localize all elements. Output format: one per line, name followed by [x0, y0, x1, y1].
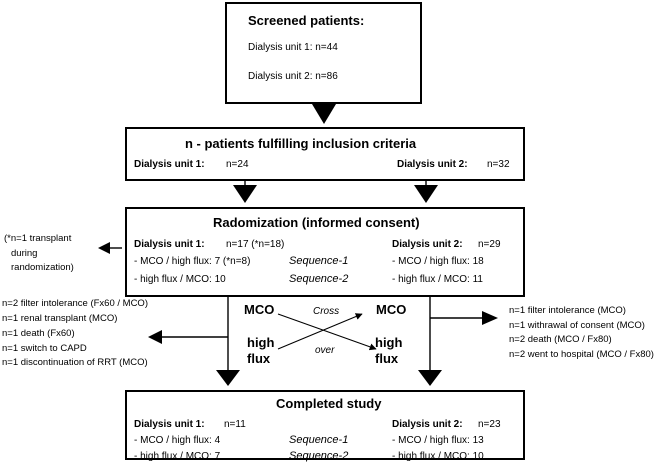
dropout-right-2: n=1 withrawal of consent (MCO) — [509, 320, 645, 331]
completed-unit-2-label: Dialysis unit 2: — [392, 419, 463, 430]
arrow-head-completed-left — [216, 370, 240, 386]
transplant-note-line-3: randomization) — [11, 262, 74, 273]
completed-unit-1-row-2: - high flux / MCO: 7 — [134, 451, 221, 462]
arrow-head-screened — [312, 104, 336, 124]
crossover-right-mco: MCO — [376, 302, 407, 317]
crossover-left-flux: flux — [247, 351, 271, 366]
randomization-unit-2-label: Dialysis unit 2: — [392, 239, 463, 250]
completed-unit-2-value: n=23 — [478, 419, 501, 430]
crossover-over-label: over — [315, 345, 335, 356]
inclusion-title: n - patients fulfilling inclusion criter… — [185, 136, 417, 151]
dropout-left-1: n=2 filter intolerance (Fx60 / MCO) — [2, 298, 148, 309]
inclusion-unit-1-value: n=24 — [226, 159, 249, 170]
transplant-note-line-2: during — [11, 248, 38, 259]
randomization-unit-1-row-1: - MCO / high flux: 7 (*n=8) — [134, 256, 251, 267]
screened-title: Screened patients: — [248, 13, 365, 28]
crossover-right-high: high — [375, 335, 403, 350]
dropout-right-4: n=2 went to hospital (MCO / Fx80) — [509, 349, 654, 360]
dropout-left-3: n=1 death (Fx60) — [2, 328, 75, 339]
inclusion-unit-2-label: Dialysis unit 2: — [397, 159, 468, 170]
randomization-unit-2-value: n=29 — [478, 239, 501, 250]
completed-unit-1-label: Dialysis unit 1: — [134, 419, 205, 430]
inclusion-unit-2-value: n=32 — [487, 159, 510, 170]
screened-patients-box — [225, 2, 422, 104]
dropout-left-4: n=1 switch to CAPD — [2, 343, 87, 354]
randomization-sequence-2: Sequence-2 — [289, 273, 349, 285]
randomization-unit-1-label: Dialysis unit 1: — [134, 239, 205, 250]
arrow-head-inclusion-left — [233, 185, 257, 203]
randomization-sequence-1: Sequence-1 — [289, 255, 349, 267]
inclusion-unit-1-label: Dialysis unit 1: — [134, 159, 205, 170]
randomization-box — [125, 207, 525, 297]
randomization-unit-1-value: n=17 (*n=18) — [226, 239, 285, 250]
completed-unit-1-value: n=11 — [224, 419, 246, 430]
crossover-cross-label: Cross — [313, 306, 340, 317]
completed-unit-2-row-1: - MCO / high flux: 13 — [392, 435, 484, 446]
randomization-unit-2-row-1: - MCO / high flux: 18 — [392, 256, 484, 267]
randomization-unit-1-row-2: - high flux / MCO: 10 — [134, 274, 226, 285]
arrow-head-inclusion-right — [414, 185, 438, 203]
dropout-right-1: n=1 filter intolerance (MCO) — [509, 305, 626, 316]
dropout-left-2: n=1 renal transplant (MCO) — [2, 313, 118, 324]
arrow-head-dropout-right — [482, 311, 498, 325]
crossover-line-down — [277, 313, 377, 351]
completed-study-box — [125, 390, 525, 460]
arrow-head-dropout-left — [148, 330, 162, 344]
crossover-right-flux: flux — [375, 351, 399, 366]
completed-unit-1-row-1: - MCO / high flux: 4 — [134, 435, 221, 446]
arrow-head-completed-right — [418, 370, 442, 386]
inclusion-criteria-box — [125, 127, 525, 181]
dropout-left-5: n=1 discontinuation of RRT (MCO) — [2, 357, 148, 368]
completed-sequence-1: Sequence-1 — [289, 434, 349, 446]
screened-unit-2: Dialysis unit 2: n=86 — [248, 71, 338, 82]
crossover-left-mco: MCO — [244, 302, 275, 317]
crossover-line-up — [277, 313, 363, 350]
completed-title: Completed study — [276, 396, 382, 411]
randomization-title: Radomization (informed consent) — [213, 215, 420, 230]
screened-unit-1: Dialysis unit 1: n=44 — [248, 42, 338, 53]
dropout-right-3: n=2 death (MCO / Fx80) — [509, 334, 612, 345]
completed-sequence-2: Sequence-2 — [289, 450, 349, 462]
crossover-left-high: high — [247, 335, 275, 350]
completed-unit-2-row-2: - high flux / MCO: 10 — [392, 451, 484, 462]
randomization-unit-2-row-2: - high flux / MCO: 11 — [392, 274, 483, 285]
transplant-note-line-1: (*n=1 transplant — [4, 233, 72, 244]
arrow-head-side-note — [98, 242, 110, 254]
